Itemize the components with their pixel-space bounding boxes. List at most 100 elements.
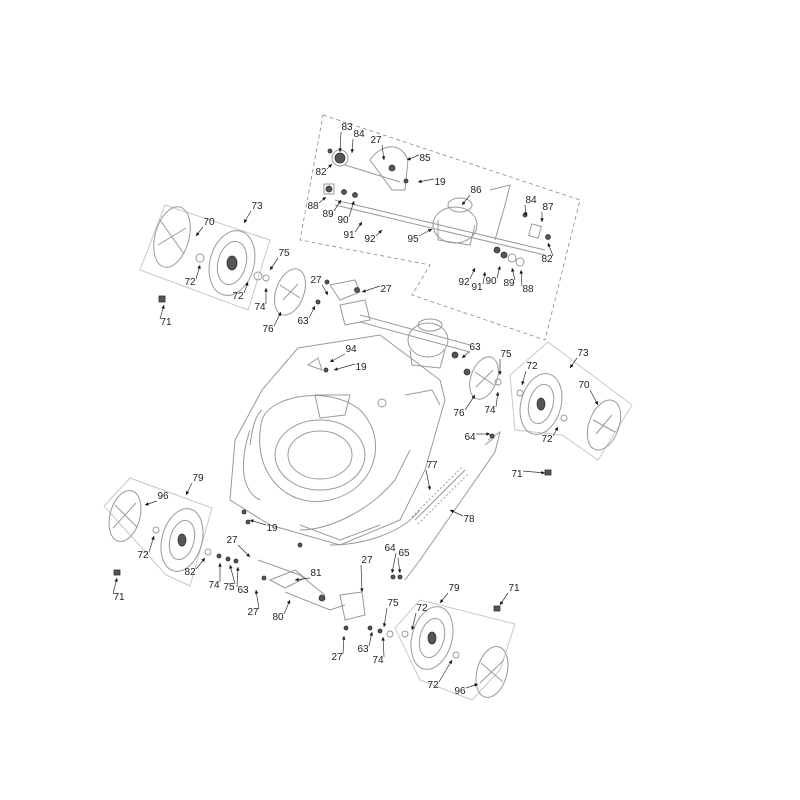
arrowhead-l63b bbox=[462, 354, 466, 358]
leader-lines bbox=[112, 131, 599, 689]
arrowhead-l76b bbox=[471, 395, 475, 399]
arrowhead-l74c bbox=[218, 563, 222, 567]
part-number-label: 27 bbox=[226, 535, 238, 546]
arrowhead-l27d bbox=[246, 553, 250, 557]
part-number-label: 95 bbox=[407, 234, 419, 245]
part-number-label: 74 bbox=[372, 655, 384, 666]
arrowhead-l72d bbox=[554, 427, 558, 431]
part-number-label: 63 bbox=[297, 316, 309, 327]
arrowhead-l94 bbox=[330, 358, 334, 362]
part-number-label: 75 bbox=[387, 598, 399, 609]
arrowhead-l27c bbox=[362, 289, 366, 293]
front-axle bbox=[257, 559, 403, 638]
arrowhead-l64a bbox=[486, 432, 490, 436]
arrowhead-l63c bbox=[236, 567, 240, 571]
part-number-label: 96 bbox=[454, 686, 466, 697]
drive-lever-area bbox=[306, 279, 471, 373]
part-number-label: 91 bbox=[471, 282, 483, 293]
part-number-label: 89 bbox=[322, 209, 334, 220]
arrowhead-l82b bbox=[547, 243, 551, 247]
arrowhead-l75a bbox=[270, 266, 274, 270]
part-number-label: 80 bbox=[272, 612, 284, 623]
arrowhead-l63d bbox=[369, 632, 373, 636]
gearbox-subassembly-box bbox=[299, 114, 581, 341]
arrowhead-l72c bbox=[521, 381, 525, 385]
part-number-label: 78 bbox=[463, 514, 475, 525]
arrowhead-l79a bbox=[186, 491, 190, 495]
arrowhead-l64b bbox=[391, 569, 395, 573]
arrowhead-l71b bbox=[541, 470, 545, 475]
arrowhead-l27e bbox=[254, 590, 259, 594]
arrowhead-l88b bbox=[519, 270, 523, 274]
leader-line-l71b bbox=[522, 470, 546, 474]
arrowhead-l92a bbox=[378, 230, 382, 234]
arrowhead-l79b bbox=[440, 599, 444, 603]
arrowhead-l74d bbox=[381, 637, 385, 641]
part-number-label: 88 bbox=[307, 201, 319, 212]
front-left-wheel-group bbox=[103, 477, 303, 587]
cable-and-spring bbox=[299, 430, 501, 581]
part-number-label: 72 bbox=[427, 680, 439, 691]
part-number-label: 96 bbox=[157, 491, 169, 502]
arrowhead-l73a bbox=[244, 219, 248, 223]
part-number-label: 91 bbox=[343, 230, 355, 241]
part-number-label: 27 bbox=[380, 284, 392, 295]
hubcap-70-right bbox=[586, 399, 622, 451]
part-number-label: 81 bbox=[310, 568, 322, 579]
part-number-label: 84 bbox=[353, 129, 365, 140]
plate-76-right bbox=[469, 356, 499, 400]
part-number-label: 70 bbox=[203, 217, 215, 228]
arrowhead-l81 bbox=[295, 577, 299, 582]
part-number-label: 90 bbox=[485, 276, 497, 287]
part-number-label: 74 bbox=[484, 405, 496, 416]
leader-line-l72g bbox=[438, 659, 453, 683]
part-number-label: 89 bbox=[503, 278, 515, 289]
arrowhead-l19a bbox=[418, 179, 422, 184]
part-number-label: 94 bbox=[345, 344, 357, 355]
part-number-label: 72 bbox=[232, 291, 244, 302]
arrowhead-l65 bbox=[397, 569, 402, 573]
part-number-label: 72 bbox=[416, 603, 428, 614]
arrowhead-l89a bbox=[337, 200, 341, 204]
wheel-72-rear-right bbox=[519, 373, 563, 435]
part-number-label: 88 bbox=[522, 284, 534, 295]
part-number-label: 72 bbox=[137, 550, 149, 561]
hubcap-96-right bbox=[475, 646, 509, 698]
arrowhead-l70b bbox=[594, 401, 598, 405]
arrowhead-l90a bbox=[351, 201, 355, 205]
wheel-plate-76-left bbox=[273, 268, 321, 316]
part-number-label: 63 bbox=[469, 342, 481, 353]
arrowhead-l27a bbox=[381, 156, 386, 160]
arrowhead-l75b bbox=[498, 371, 502, 375]
part-number-label: 92 bbox=[458, 277, 470, 288]
arrowhead-l92b bbox=[471, 268, 476, 272]
front-right-wheel-group bbox=[394, 599, 516, 701]
arrowhead-l84a bbox=[350, 149, 354, 153]
arrowhead-l91a bbox=[358, 222, 362, 226]
part-number-label: 92 bbox=[364, 234, 376, 245]
part-number-label: 63 bbox=[357, 644, 369, 655]
part-number-label: 64 bbox=[464, 432, 476, 443]
part-number-label: 75 bbox=[223, 582, 235, 593]
part-number-label: 74 bbox=[208, 580, 220, 591]
arrowhead-l87 bbox=[540, 218, 544, 222]
mower-deck bbox=[229, 334, 446, 546]
arrowhead-l82c bbox=[201, 558, 205, 562]
arrowhead-l76a bbox=[277, 312, 281, 316]
wheel-72-front-left bbox=[160, 508, 204, 572]
arrowhead-l96b bbox=[474, 683, 478, 687]
part-number-label: 77 bbox=[426, 460, 438, 471]
arrowhead-l80 bbox=[286, 600, 291, 604]
arrowhead-l19b bbox=[334, 367, 338, 371]
part-number-label: 79 bbox=[192, 473, 204, 484]
part-number-label: 27 bbox=[310, 275, 322, 286]
part-number-label: 19 bbox=[355, 362, 367, 373]
part-number-label: 27 bbox=[247, 607, 259, 618]
part-number-label: 75 bbox=[278, 248, 290, 259]
part-number-label: 73 bbox=[577, 348, 589, 359]
gearbox-parts bbox=[323, 146, 551, 267]
arrowhead-l83 bbox=[338, 148, 342, 152]
part-number-label: 27 bbox=[331, 652, 343, 663]
arrowhead-l27b bbox=[324, 291, 328, 295]
